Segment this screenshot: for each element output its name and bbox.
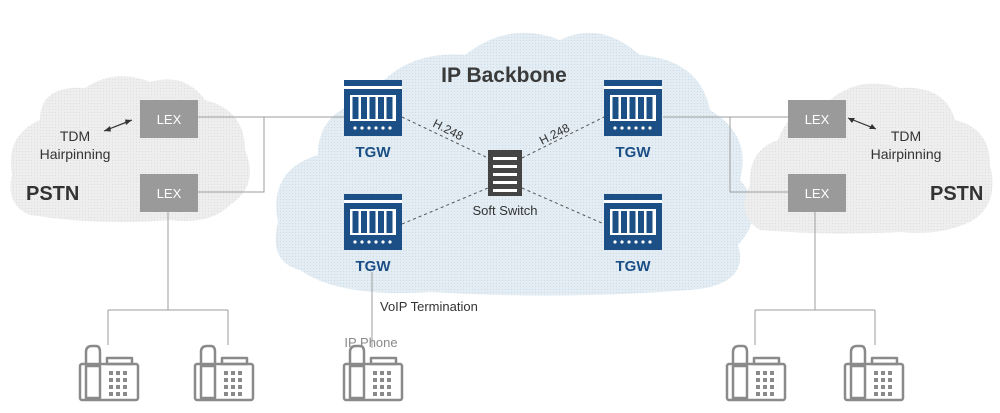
tgw-label-bottom-left: TGW	[356, 258, 392, 275]
tgw-icon-bottom-left	[344, 194, 402, 250]
tgw-icon-top-right	[604, 80, 662, 136]
tgw-icon-bottom-right	[604, 194, 662, 250]
tgw-label-top-right: TGW	[616, 144, 652, 161]
hairpin-line1-left: TDM	[60, 128, 90, 144]
ip-phone-label: IP Phone	[344, 335, 397, 350]
tgw-icon-top-left	[344, 80, 402, 136]
telephone-icon-left-2	[193, 344, 255, 402]
connection-lines	[107, 116, 876, 348]
soft-switch-icon	[488, 150, 522, 196]
hairpin-line2-left: Hairpinning	[40, 146, 111, 162]
tgw-label-bottom-right: TGW	[616, 258, 652, 275]
hairpin-line2-right: Hairpinning	[871, 146, 942, 162]
pstn-label-left: PSTN	[26, 183, 79, 205]
telephone-icon-right-1	[725, 344, 787, 402]
hairpin-arrows	[103, 117, 877, 132]
tgw-label-top-left: TGW	[356, 144, 392, 161]
hairpin-line1-right: TDM	[891, 128, 921, 144]
h248-links	[401, 116, 605, 225]
soft-switch-label: Soft Switch	[472, 203, 537, 218]
telephone-icon-left-1	[78, 344, 140, 402]
lex-label-right-top: LEX	[805, 112, 830, 127]
voip-termination-label: VoIP Termination	[380, 299, 478, 314]
ip-phone-icon	[342, 344, 404, 402]
cloud-title: IP Backbone	[441, 64, 567, 87]
lex-label-right-bottom: LEX	[805, 186, 830, 201]
lex-label-left-top: LEX	[157, 112, 182, 127]
pstn-cloud-right	[744, 83, 993, 234]
lex-label-left-bottom: LEX	[157, 186, 182, 201]
pstn-label-right: PSTN	[930, 183, 983, 205]
telephone-icon-right-2	[843, 344, 905, 402]
